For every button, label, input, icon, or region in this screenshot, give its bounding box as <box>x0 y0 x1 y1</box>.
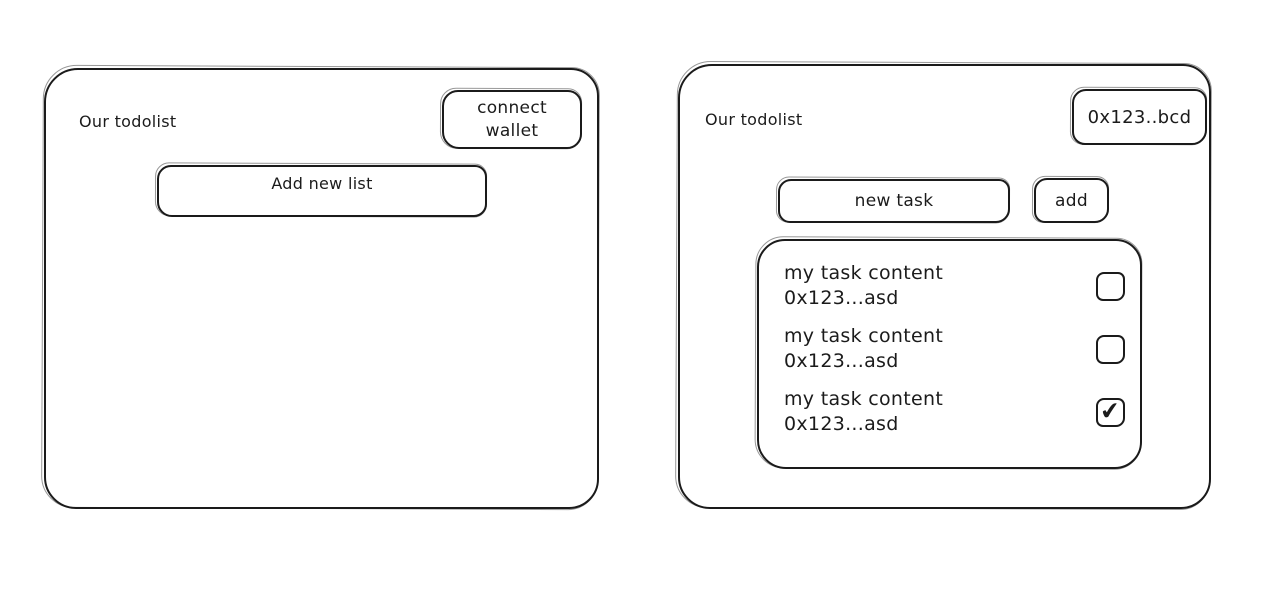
todolist-panel-connected: Our todolist 0x123..bcd new task add my … <box>678 64 1211 509</box>
task-address: 0x123...asd <box>784 413 899 435</box>
add-new-list-label: Add new list <box>271 174 373 193</box>
new-task-value: new task <box>854 191 934 211</box>
app-title: Our todolist <box>79 112 177 131</box>
task-row: my task content 0x123...asd <box>784 324 1125 374</box>
task-row: my task content 0x123...asd ✔ <box>784 387 1125 437</box>
task-content: my task content <box>784 325 944 347</box>
task-row: my task content 0x123...asd <box>784 261 1125 311</box>
wallet-address-button[interactable]: 0x123..bcd <box>1072 89 1207 145</box>
app-title: Our todolist <box>705 110 803 129</box>
task-list: my task content 0x123...asd my task cont… <box>757 239 1142 469</box>
task-content: my task content <box>784 262 944 284</box>
new-task-input[interactable]: new task <box>778 179 1010 223</box>
task-address: 0x123...asd <box>784 350 899 372</box>
task-checkbox[interactable] <box>1096 271 1125 301</box>
task-address: 0x123...asd <box>784 287 899 309</box>
connect-wallet-button[interactable]: connect wallet <box>442 90 582 149</box>
task-checkbox[interactable]: ✔ <box>1096 396 1125 427</box>
task-content: my task content <box>784 388 944 410</box>
task-checkbox[interactable] <box>1096 334 1125 364</box>
add-new-list-button[interactable]: Add new list <box>157 165 487 217</box>
checkmark-icon: ✔ <box>1098 396 1123 426</box>
todolist-panel-disconnected: Our todolist connect wallet Add new list <box>44 68 599 509</box>
add-task-button[interactable]: add <box>1034 178 1109 223</box>
